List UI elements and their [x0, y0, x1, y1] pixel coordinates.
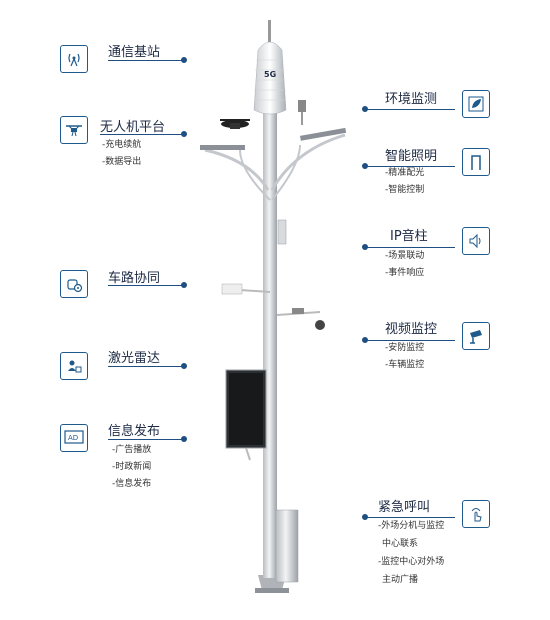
lamp-icon [462, 148, 490, 176]
feature-sub: -信息发布 [112, 479, 152, 489]
connector-line [108, 285, 184, 286]
feature-title: 环境监测 [385, 92, 438, 107]
pole-5g-label: 5G [264, 70, 276, 79]
ad-icon-text: AD [68, 434, 78, 442]
feature-sub: -精准配光 [385, 168, 425, 178]
connector-dot [181, 282, 187, 288]
feature-sub: -充电续航 [102, 140, 142, 150]
car-network-icon [60, 270, 88, 298]
connector-line [365, 517, 455, 518]
connector-line [365, 247, 455, 248]
feature-sub: -监控中心对外场 [378, 557, 445, 567]
feature-title: 视频监控 [385, 322, 438, 337]
drone-icon [60, 116, 88, 144]
feature-sub: -广告播放 [112, 445, 152, 455]
feature-title: 车路协同 [108, 271, 161, 286]
feature-title: 激光雷达 [108, 351, 161, 366]
radar-person-icon [60, 352, 88, 380]
feature-sub: -数据导出 [102, 157, 142, 167]
feature-title: 信息发布 [108, 424, 161, 439]
speaker-icon [462, 227, 490, 255]
connector-dot [181, 363, 187, 369]
feature-sub: -智能控制 [385, 185, 425, 195]
connector-line [108, 439, 184, 440]
feature-sub: -外场分机与监控 [378, 521, 445, 531]
antenna-icon [60, 45, 88, 73]
feature-sub: 中心联系 [382, 539, 419, 549]
connector-dot [181, 57, 187, 63]
feature-sub: -安防监控 [385, 343, 425, 353]
connector-dot [181, 131, 187, 137]
ad-screen-icon: AD [60, 424, 88, 452]
leaf-monitor-icon [462, 90, 490, 118]
connector-line [108, 366, 184, 367]
connector-line [100, 134, 184, 135]
connector-dot [181, 436, 187, 442]
connector-line [365, 166, 455, 167]
feature-title: 无人机平台 [100, 120, 166, 135]
feature-sub: -车辆监控 [385, 360, 425, 370]
feature-sub: -时政新闻 [112, 462, 152, 472]
camera-icon [462, 322, 490, 350]
feature-title: IP音柱 [390, 229, 428, 244]
connector-line [108, 60, 184, 61]
feature-sub: -事件响应 [385, 268, 425, 278]
feature-title: 通信基站 [108, 45, 161, 60]
feature-title: 智能照明 [385, 149, 438, 164]
feature-sub: -场景联动 [385, 251, 425, 261]
feature-title: 紧急呼叫 [378, 500, 431, 515]
feature-sub: 主动广播 [382, 575, 419, 585]
touch-call-icon [462, 500, 490, 528]
connector-line [365, 340, 455, 341]
connector-line [365, 109, 455, 110]
